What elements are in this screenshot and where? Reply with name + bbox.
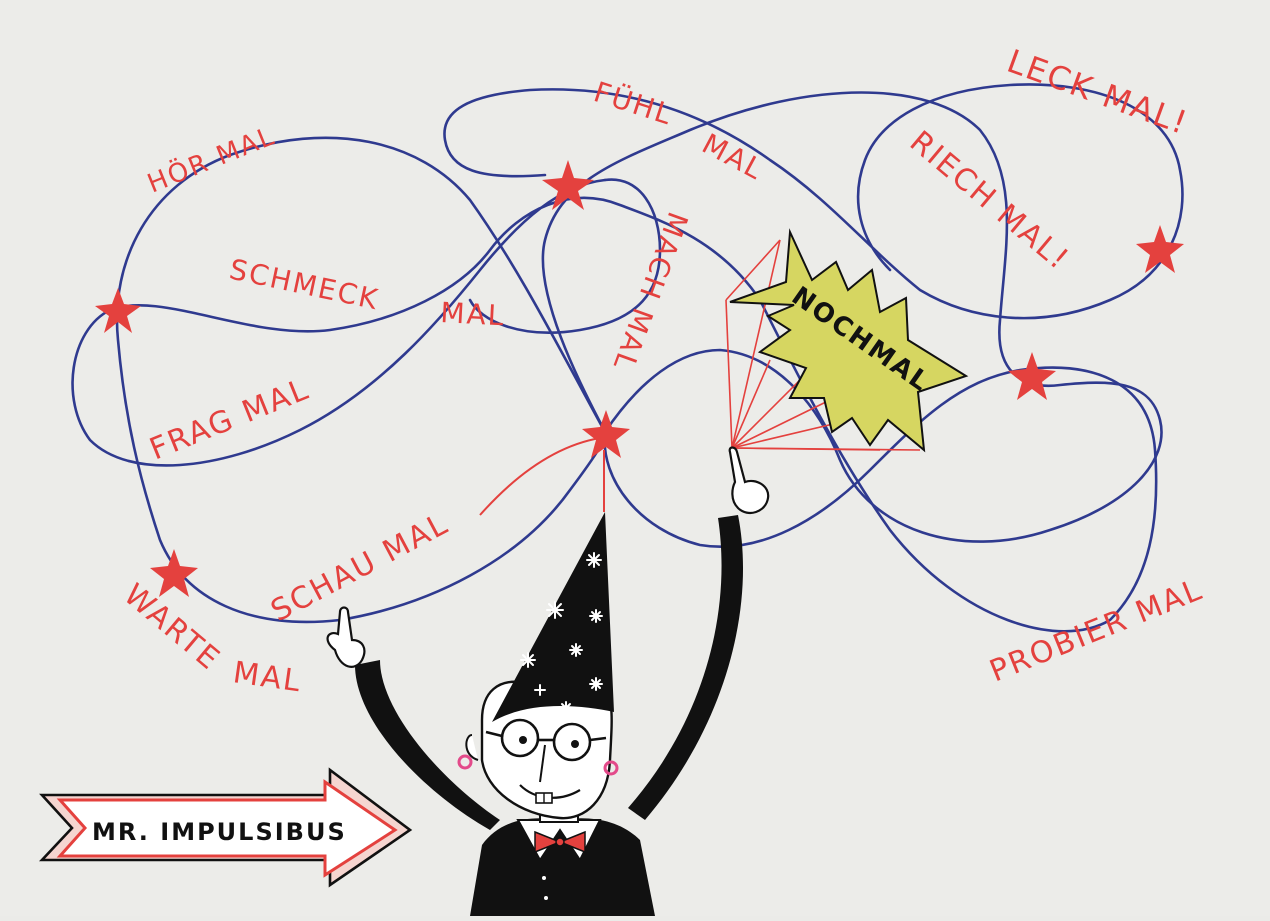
warte-label: WARTE bbox=[117, 577, 227, 677]
left-earring bbox=[457, 754, 473, 770]
red-star-icon bbox=[1136, 225, 1184, 273]
frag-mal-label: FRAG MAL bbox=[145, 372, 315, 468]
schmeck-mal-label: MAL bbox=[440, 296, 507, 332]
character-mr-impulsibus bbox=[326, 446, 770, 916]
white-snowflake-star-icon bbox=[520, 552, 603, 715]
red-stars bbox=[95, 160, 1184, 597]
glasses bbox=[485, 718, 607, 762]
hoer-mal-label: HÖR MAL bbox=[143, 119, 280, 199]
red-star-icon bbox=[150, 549, 198, 597]
character-name-label: MR. IMPULSIBUS bbox=[92, 818, 347, 846]
red-star-icon bbox=[542, 160, 594, 210]
right-hand bbox=[728, 446, 770, 515]
right-arm bbox=[628, 515, 744, 820]
schau-mal-label: SCHAU MAL bbox=[265, 506, 454, 629]
fuehl-label: FÜHL bbox=[590, 74, 678, 131]
warte-mal-label: MAL bbox=[231, 655, 304, 699]
red-star-icon bbox=[95, 288, 141, 333]
riech-mal-label: RIECH MAL! bbox=[903, 124, 1076, 277]
head bbox=[480, 680, 613, 820]
left-arm bbox=[355, 660, 500, 830]
red-star-icon bbox=[582, 410, 630, 458]
leck-mal-label: LECK MAL! bbox=[1002, 42, 1193, 143]
right-earring bbox=[603, 760, 619, 776]
wizard-hat bbox=[492, 512, 614, 722]
red-star-icon bbox=[1008, 352, 1056, 400]
nochmal-burst bbox=[729, 228, 969, 453]
arrow-sign-icon: MR. IMPULSIBUS bbox=[38, 767, 413, 888]
blue-loop-line bbox=[71, 83, 1184, 633]
schmeck-label: SCHMECK bbox=[227, 253, 383, 317]
probier-mal-label: PROBIER MAL bbox=[985, 572, 1208, 689]
jacket bbox=[470, 818, 655, 916]
mach-mal-label: MACH MAL bbox=[606, 208, 694, 376]
schau-mal-pointer-line bbox=[479, 437, 601, 516]
left-hand bbox=[326, 606, 366, 668]
